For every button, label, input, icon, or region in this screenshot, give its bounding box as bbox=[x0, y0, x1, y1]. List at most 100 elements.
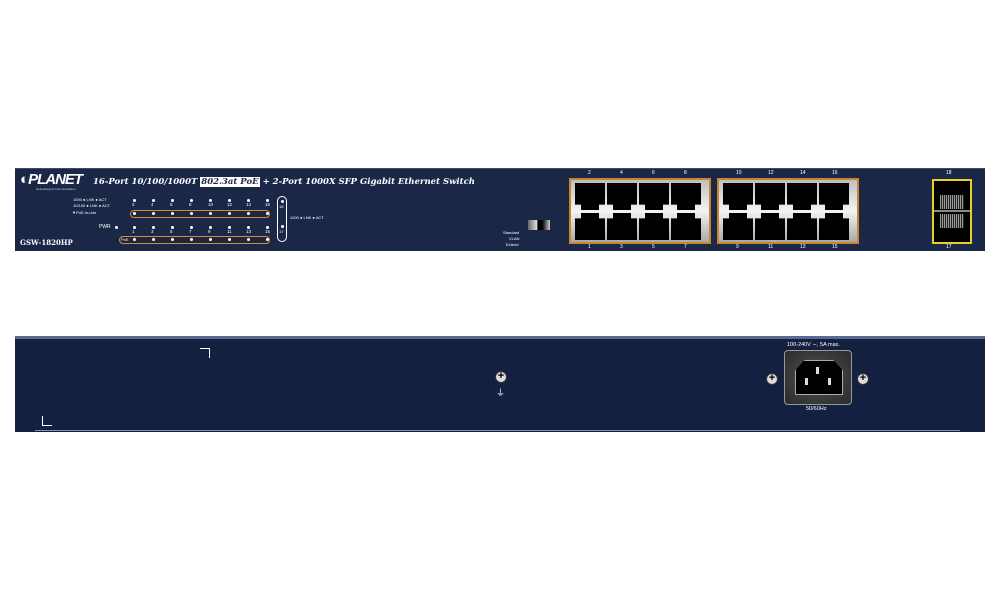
link-led-port-10 bbox=[209, 199, 212, 202]
poe-led-port-12 bbox=[228, 212, 231, 215]
port-label: 13 bbox=[800, 244, 806, 250]
switch-label-vlan: VLAN bbox=[509, 236, 520, 241]
ac-power-inlet[interactable] bbox=[784, 350, 852, 405]
port-label: 11 bbox=[768, 244, 774, 250]
sfp-label-17: 17 bbox=[946, 244, 952, 250]
port-label: 3 bbox=[620, 244, 623, 250]
link-led-port-1 bbox=[133, 226, 136, 229]
led-label: 4 bbox=[151, 202, 154, 207]
port-label: 2 bbox=[588, 170, 591, 176]
port-label: 14 bbox=[800, 170, 806, 176]
led-label: 2 bbox=[132, 202, 135, 207]
sfp-led-label-18: 18 bbox=[279, 204, 284, 209]
model-label: GSW-1820HP bbox=[20, 238, 73, 247]
port-label: 16 bbox=[832, 170, 838, 176]
poe-led-row-odd bbox=[119, 236, 270, 244]
link-led-port-7 bbox=[190, 226, 193, 229]
poe-led-port-15 bbox=[266, 238, 269, 241]
led-label: 11 bbox=[227, 229, 232, 234]
poe-led-row-even bbox=[130, 210, 270, 218]
sfp-cage bbox=[932, 179, 972, 244]
switch-label-standard: Standard bbox=[503, 230, 520, 235]
port-label: 4 bbox=[620, 170, 623, 176]
sfp-led-18 bbox=[281, 200, 284, 203]
ground-screw-icon: + bbox=[495, 371, 507, 383]
link-led-port-6 bbox=[171, 199, 174, 202]
brand-tagline: Networking & Communication bbox=[36, 187, 76, 191]
led-label: 12 bbox=[227, 202, 233, 207]
link-led-port-8 bbox=[190, 199, 193, 202]
corner-mark bbox=[200, 348, 210, 358]
screw-icon: + bbox=[857, 373, 869, 385]
led-label: 13 bbox=[246, 229, 252, 234]
led-label: 7 bbox=[189, 229, 192, 234]
link-led-port-13 bbox=[247, 226, 250, 229]
poe-led-port-6 bbox=[171, 212, 174, 215]
poe-led-port-7 bbox=[190, 238, 193, 241]
led-label: 14 bbox=[246, 202, 252, 207]
corner-mark bbox=[42, 416, 52, 426]
screw-icon: + bbox=[766, 373, 778, 385]
pwr-label: PWR bbox=[99, 224, 111, 230]
link-led-port-3 bbox=[152, 226, 155, 229]
link-led-port-9 bbox=[209, 226, 212, 229]
led-label: 3 bbox=[151, 229, 154, 234]
poe-led-port-9 bbox=[209, 238, 212, 241]
sfp-port-17[interactable] bbox=[940, 214, 964, 228]
pwr-led bbox=[115, 226, 118, 229]
link-led-port-5 bbox=[171, 226, 174, 229]
link-led-port-16 bbox=[266, 199, 269, 202]
led-label: 16 bbox=[265, 202, 271, 207]
led-label: 5 bbox=[170, 229, 173, 234]
sfp-led-legend: 1000 ● LNK ● ACT bbox=[290, 215, 324, 220]
led-label: 6 bbox=[170, 202, 173, 207]
poe-led-port-2 bbox=[133, 212, 136, 215]
link-led-port-4 bbox=[152, 199, 155, 202]
led-label: 15 bbox=[265, 229, 271, 234]
poe-led-port-10 bbox=[209, 212, 212, 215]
led-label: 9 bbox=[208, 229, 211, 234]
sfp-led-group bbox=[277, 196, 287, 242]
link-led-port-11 bbox=[228, 226, 231, 229]
port-label: 1 bbox=[588, 244, 591, 250]
mode-switch[interactable] bbox=[528, 220, 550, 230]
poe-led-port-13 bbox=[247, 238, 250, 241]
sfp-led-label-17: 17 bbox=[279, 229, 284, 234]
front-panel: ◐PLANET Networking & Communication 16-Po… bbox=[15, 168, 985, 251]
ground-symbol-icon: ⏚ bbox=[496, 388, 506, 398]
port-label: 7 bbox=[684, 244, 687, 250]
poe-label: PoE bbox=[121, 237, 129, 242]
switch-label-extend: Extend bbox=[506, 242, 519, 247]
sfp-port-18[interactable] bbox=[940, 195, 964, 209]
led-label: 10 bbox=[208, 202, 214, 207]
link-led-port-12 bbox=[228, 199, 231, 202]
legend-10-100: 10/100 ● LNK ● ACT bbox=[73, 203, 111, 208]
link-led-port-15 bbox=[266, 226, 269, 229]
link-led-port-14 bbox=[247, 199, 250, 202]
poe-led-port-3 bbox=[152, 238, 155, 241]
planet-logo: ◐PLANET bbox=[20, 171, 83, 188]
sfp-label-18: 18 bbox=[946, 170, 952, 176]
poe-led-port-11 bbox=[228, 238, 231, 241]
port-label: 5 bbox=[652, 244, 655, 250]
port-label: 8 bbox=[684, 170, 687, 176]
rear-panel: + ⏚ + + 100-240V ∼, 5A max. 50/60Hz bbox=[15, 336, 985, 432]
poe-led-port-8 bbox=[190, 212, 193, 215]
poe-led-port-16 bbox=[266, 212, 269, 215]
port-label: 10 bbox=[736, 170, 742, 176]
poe-led-port-1 bbox=[133, 238, 136, 241]
link-led-port-2 bbox=[133, 199, 136, 202]
poe-led-port-14 bbox=[247, 212, 250, 215]
legend-poe-in-use: ▼PoE-in-Use bbox=[72, 210, 97, 215]
port-label: 12 bbox=[768, 170, 774, 176]
port-label: 15 bbox=[832, 244, 838, 250]
poe-led-port-5 bbox=[171, 238, 174, 241]
power-rating-label: 100-240V ∼, 5A max. bbox=[787, 342, 840, 348]
product-title: 16-Port 10/100/1000T 802.3at PoE + 2-Por… bbox=[93, 177, 475, 187]
frequency-label: 50/60Hz bbox=[806, 406, 827, 412]
led-label: 1 bbox=[132, 229, 135, 234]
poe-led-port-4 bbox=[152, 212, 155, 215]
port-label: 9 bbox=[736, 244, 739, 250]
sfp-led-17 bbox=[281, 225, 284, 228]
led-label: 8 bbox=[189, 202, 192, 207]
